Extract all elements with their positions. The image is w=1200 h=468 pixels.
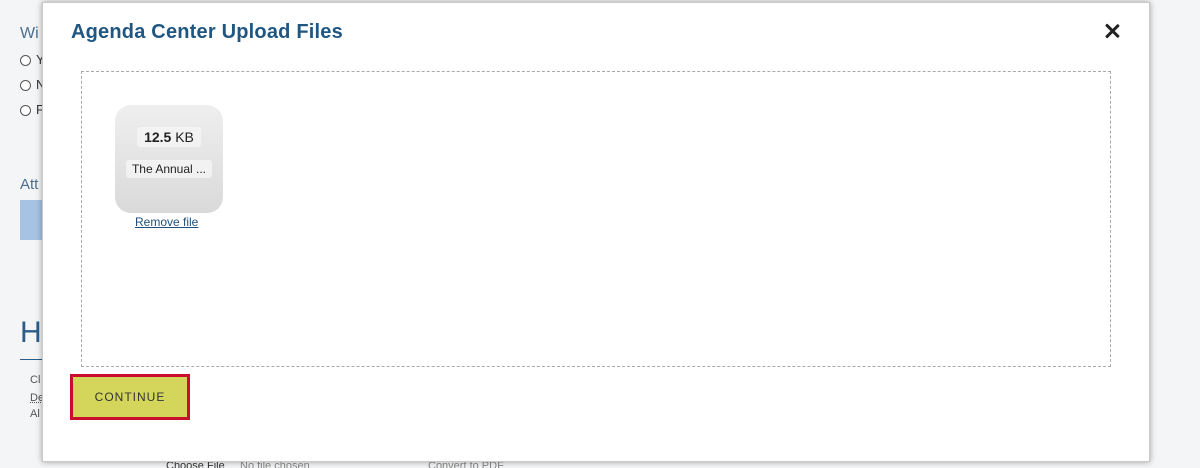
bg-question-label: Wi [20,25,39,42]
bg-radio-label: Y [36,52,45,67]
file-preview-card: 12.5 KB The Annual ... [115,105,223,213]
bg-radio-label: F [36,102,44,117]
upload-files-modal: Agenda Center Upload Files 12.5 KB The A… [42,2,1150,462]
remove-file-link[interactable]: Remove file [135,215,199,229]
bg-convert-pdf-option[interactable]: Convert to PDF [428,460,504,468]
bg-radio-no[interactable] [20,80,31,91]
bg-attach-label: Att [20,176,39,193]
bg-radio-label: N [36,77,46,92]
file-size: 12.5 KB [137,127,201,147]
file-name: The Annual ... [126,160,212,178]
bg-choose-file-button[interactable]: Choose File [166,460,225,468]
modal-title: Agenda Center Upload Files [71,21,343,43]
bg-small-text: Cl [30,374,41,386]
bg-heading-divider [20,359,50,360]
bg-radio-other[interactable] [20,105,31,116]
bg-small-text: Al [30,408,40,420]
file-dropzone[interactable]: 12.5 KB The Annual ... Remove file [81,71,1111,367]
file-size-unit: KB [175,129,194,145]
file-size-value: 12.5 [144,129,172,145]
bg-radio-yes[interactable] [20,55,31,66]
bg-small-link[interactable]: De [30,392,45,404]
bg-no-file-text: No file chosen [240,460,310,468]
close-icon[interactable] [1101,20,1123,42]
bg-section-heading: H [20,316,42,349]
continue-button[interactable]: CONTINUE [70,374,190,420]
